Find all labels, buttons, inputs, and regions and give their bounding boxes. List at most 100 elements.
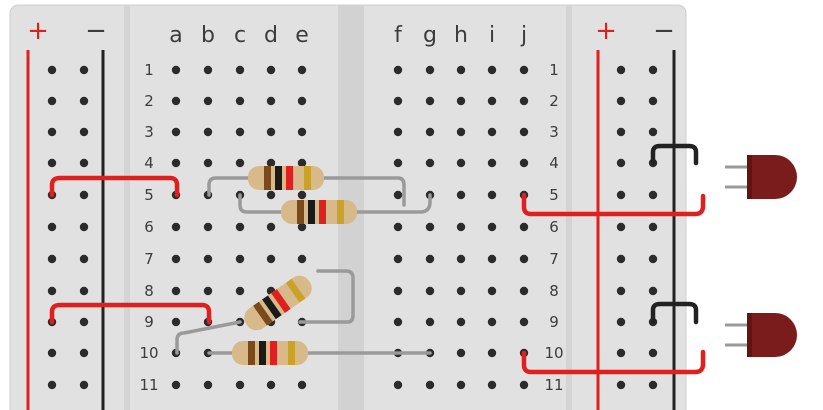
hole-g3[interactable] bbox=[425, 127, 435, 137]
resistor-r1[interactable] bbox=[248, 166, 324, 190]
rail-hole-1-8[interactable] bbox=[79, 286, 89, 296]
rail-hole-2-5[interactable] bbox=[616, 190, 626, 200]
rail-hole-3-8[interactable] bbox=[648, 286, 658, 296]
hole-e4[interactable] bbox=[297, 158, 307, 168]
rail-hole-0-1[interactable] bbox=[47, 65, 57, 75]
hole-f8[interactable] bbox=[393, 286, 403, 296]
hole-h10[interactable] bbox=[456, 348, 466, 358]
hole-j11[interactable] bbox=[519, 380, 529, 390]
hole-f7[interactable] bbox=[393, 254, 403, 264]
rail-hole-3-2[interactable] bbox=[648, 96, 658, 106]
hole-e11[interactable] bbox=[297, 380, 307, 390]
rail-hole-3-7[interactable] bbox=[648, 254, 658, 264]
rail-hole-2-2[interactable] bbox=[616, 96, 626, 106]
hole-b8[interactable] bbox=[203, 286, 213, 296]
rail-hole-2-8[interactable] bbox=[616, 286, 626, 296]
hole-d2[interactable] bbox=[266, 96, 276, 106]
rail-hole-0-4[interactable] bbox=[47, 158, 57, 168]
resistor-lead-r3b[interactable] bbox=[298, 269, 355, 324]
hole-d3[interactable] bbox=[266, 127, 276, 137]
hole-b11[interactable] bbox=[203, 380, 213, 390]
hole-i5[interactable] bbox=[487, 190, 497, 200]
hole-i8[interactable] bbox=[487, 286, 497, 296]
hole-c2[interactable] bbox=[235, 96, 245, 106]
rail-hole-3-10[interactable] bbox=[648, 348, 658, 358]
hole-b4[interactable] bbox=[203, 158, 213, 168]
hole-g9[interactable] bbox=[425, 317, 435, 327]
rail-hole-2-7[interactable] bbox=[616, 254, 626, 264]
hole-c3[interactable] bbox=[235, 127, 245, 137]
hole-h1[interactable] bbox=[456, 65, 466, 75]
rail-hole-2-6[interactable] bbox=[616, 222, 626, 232]
rail-hole-0-6[interactable] bbox=[47, 222, 57, 232]
hole-c7[interactable] bbox=[235, 254, 245, 264]
hole-f2[interactable] bbox=[393, 96, 403, 106]
hole-e6[interactable] bbox=[297, 222, 307, 232]
rail-hole-1-11[interactable] bbox=[79, 380, 89, 390]
hole-b2[interactable] bbox=[203, 96, 213, 106]
rail-hole-1-7[interactable] bbox=[79, 254, 89, 264]
hole-c1[interactable] bbox=[235, 65, 245, 75]
hole-g7[interactable] bbox=[425, 254, 435, 264]
rail-hole-3-11[interactable] bbox=[648, 380, 658, 390]
hole-j1[interactable] bbox=[519, 65, 529, 75]
hole-d11[interactable] bbox=[266, 380, 276, 390]
hole-d6[interactable] bbox=[266, 222, 276, 232]
hole-a9[interactable] bbox=[171, 317, 181, 327]
hole-h9[interactable] bbox=[456, 317, 466, 327]
hole-g1[interactable] bbox=[425, 65, 435, 75]
hole-c6[interactable] bbox=[235, 222, 245, 232]
rail-hole-3-1[interactable] bbox=[648, 65, 658, 75]
rail-hole-1-1[interactable] bbox=[79, 65, 89, 75]
hole-j6[interactable] bbox=[519, 222, 529, 232]
hole-g11[interactable] bbox=[425, 380, 435, 390]
rail-hole-2-9[interactable] bbox=[616, 317, 626, 327]
hole-f4[interactable] bbox=[393, 158, 403, 168]
rail-hole-2-10[interactable] bbox=[616, 348, 626, 358]
hole-d4[interactable] bbox=[266, 158, 276, 168]
hole-h4[interactable] bbox=[456, 158, 466, 168]
red-jumper-wire-row5[interactable] bbox=[49, 175, 180, 198]
hole-i4[interactable] bbox=[487, 158, 497, 168]
hole-h2[interactable] bbox=[456, 96, 466, 106]
hole-j9[interactable] bbox=[519, 317, 529, 327]
hole-a11[interactable] bbox=[171, 380, 181, 390]
rail-hole-2-11[interactable] bbox=[616, 380, 626, 390]
hole-i10[interactable] bbox=[487, 348, 497, 358]
hole-j3[interactable] bbox=[519, 127, 529, 137]
red-jumper-wire-row9[interactable] bbox=[49, 302, 212, 325]
hole-a4[interactable] bbox=[171, 158, 181, 168]
hole-b7[interactable] bbox=[203, 254, 213, 264]
resistor-r2[interactable] bbox=[281, 200, 357, 224]
rail-hole-0-8[interactable] bbox=[47, 286, 57, 296]
led-2[interactable] bbox=[725, 313, 797, 357]
black-wire-led1[interactable] bbox=[650, 143, 699, 166]
hole-h6[interactable] bbox=[456, 222, 466, 232]
rail-hole-1-6[interactable] bbox=[79, 222, 89, 232]
rail-hole-1-2[interactable] bbox=[79, 96, 89, 106]
hole-i11[interactable] bbox=[487, 380, 497, 390]
hole-h11[interactable] bbox=[456, 380, 466, 390]
rail-hole-2-4[interactable] bbox=[616, 158, 626, 168]
led-1[interactable] bbox=[725, 155, 797, 199]
hole-a7[interactable] bbox=[171, 254, 181, 264]
hole-a6[interactable] bbox=[171, 222, 181, 232]
rail-hole-0-7[interactable] bbox=[47, 254, 57, 264]
rail-hole-0-2[interactable] bbox=[47, 96, 57, 106]
hole-f6[interactable] bbox=[393, 222, 403, 232]
hole-g2[interactable] bbox=[425, 96, 435, 106]
hole-a3[interactable] bbox=[171, 127, 181, 137]
hole-f5[interactable] bbox=[393, 190, 403, 200]
hole-i1[interactable] bbox=[487, 65, 497, 75]
resistor-r4[interactable] bbox=[232, 341, 308, 365]
hole-e1[interactable] bbox=[297, 65, 307, 75]
hole-b6[interactable] bbox=[203, 222, 213, 232]
hole-f11[interactable] bbox=[393, 380, 403, 390]
rail-hole-3-3[interactable] bbox=[648, 127, 658, 137]
resistor-r3[interactable] bbox=[240, 271, 316, 334]
hole-e7[interactable] bbox=[297, 254, 307, 264]
hole-j4[interactable] bbox=[519, 158, 529, 168]
hole-e3[interactable] bbox=[297, 127, 307, 137]
